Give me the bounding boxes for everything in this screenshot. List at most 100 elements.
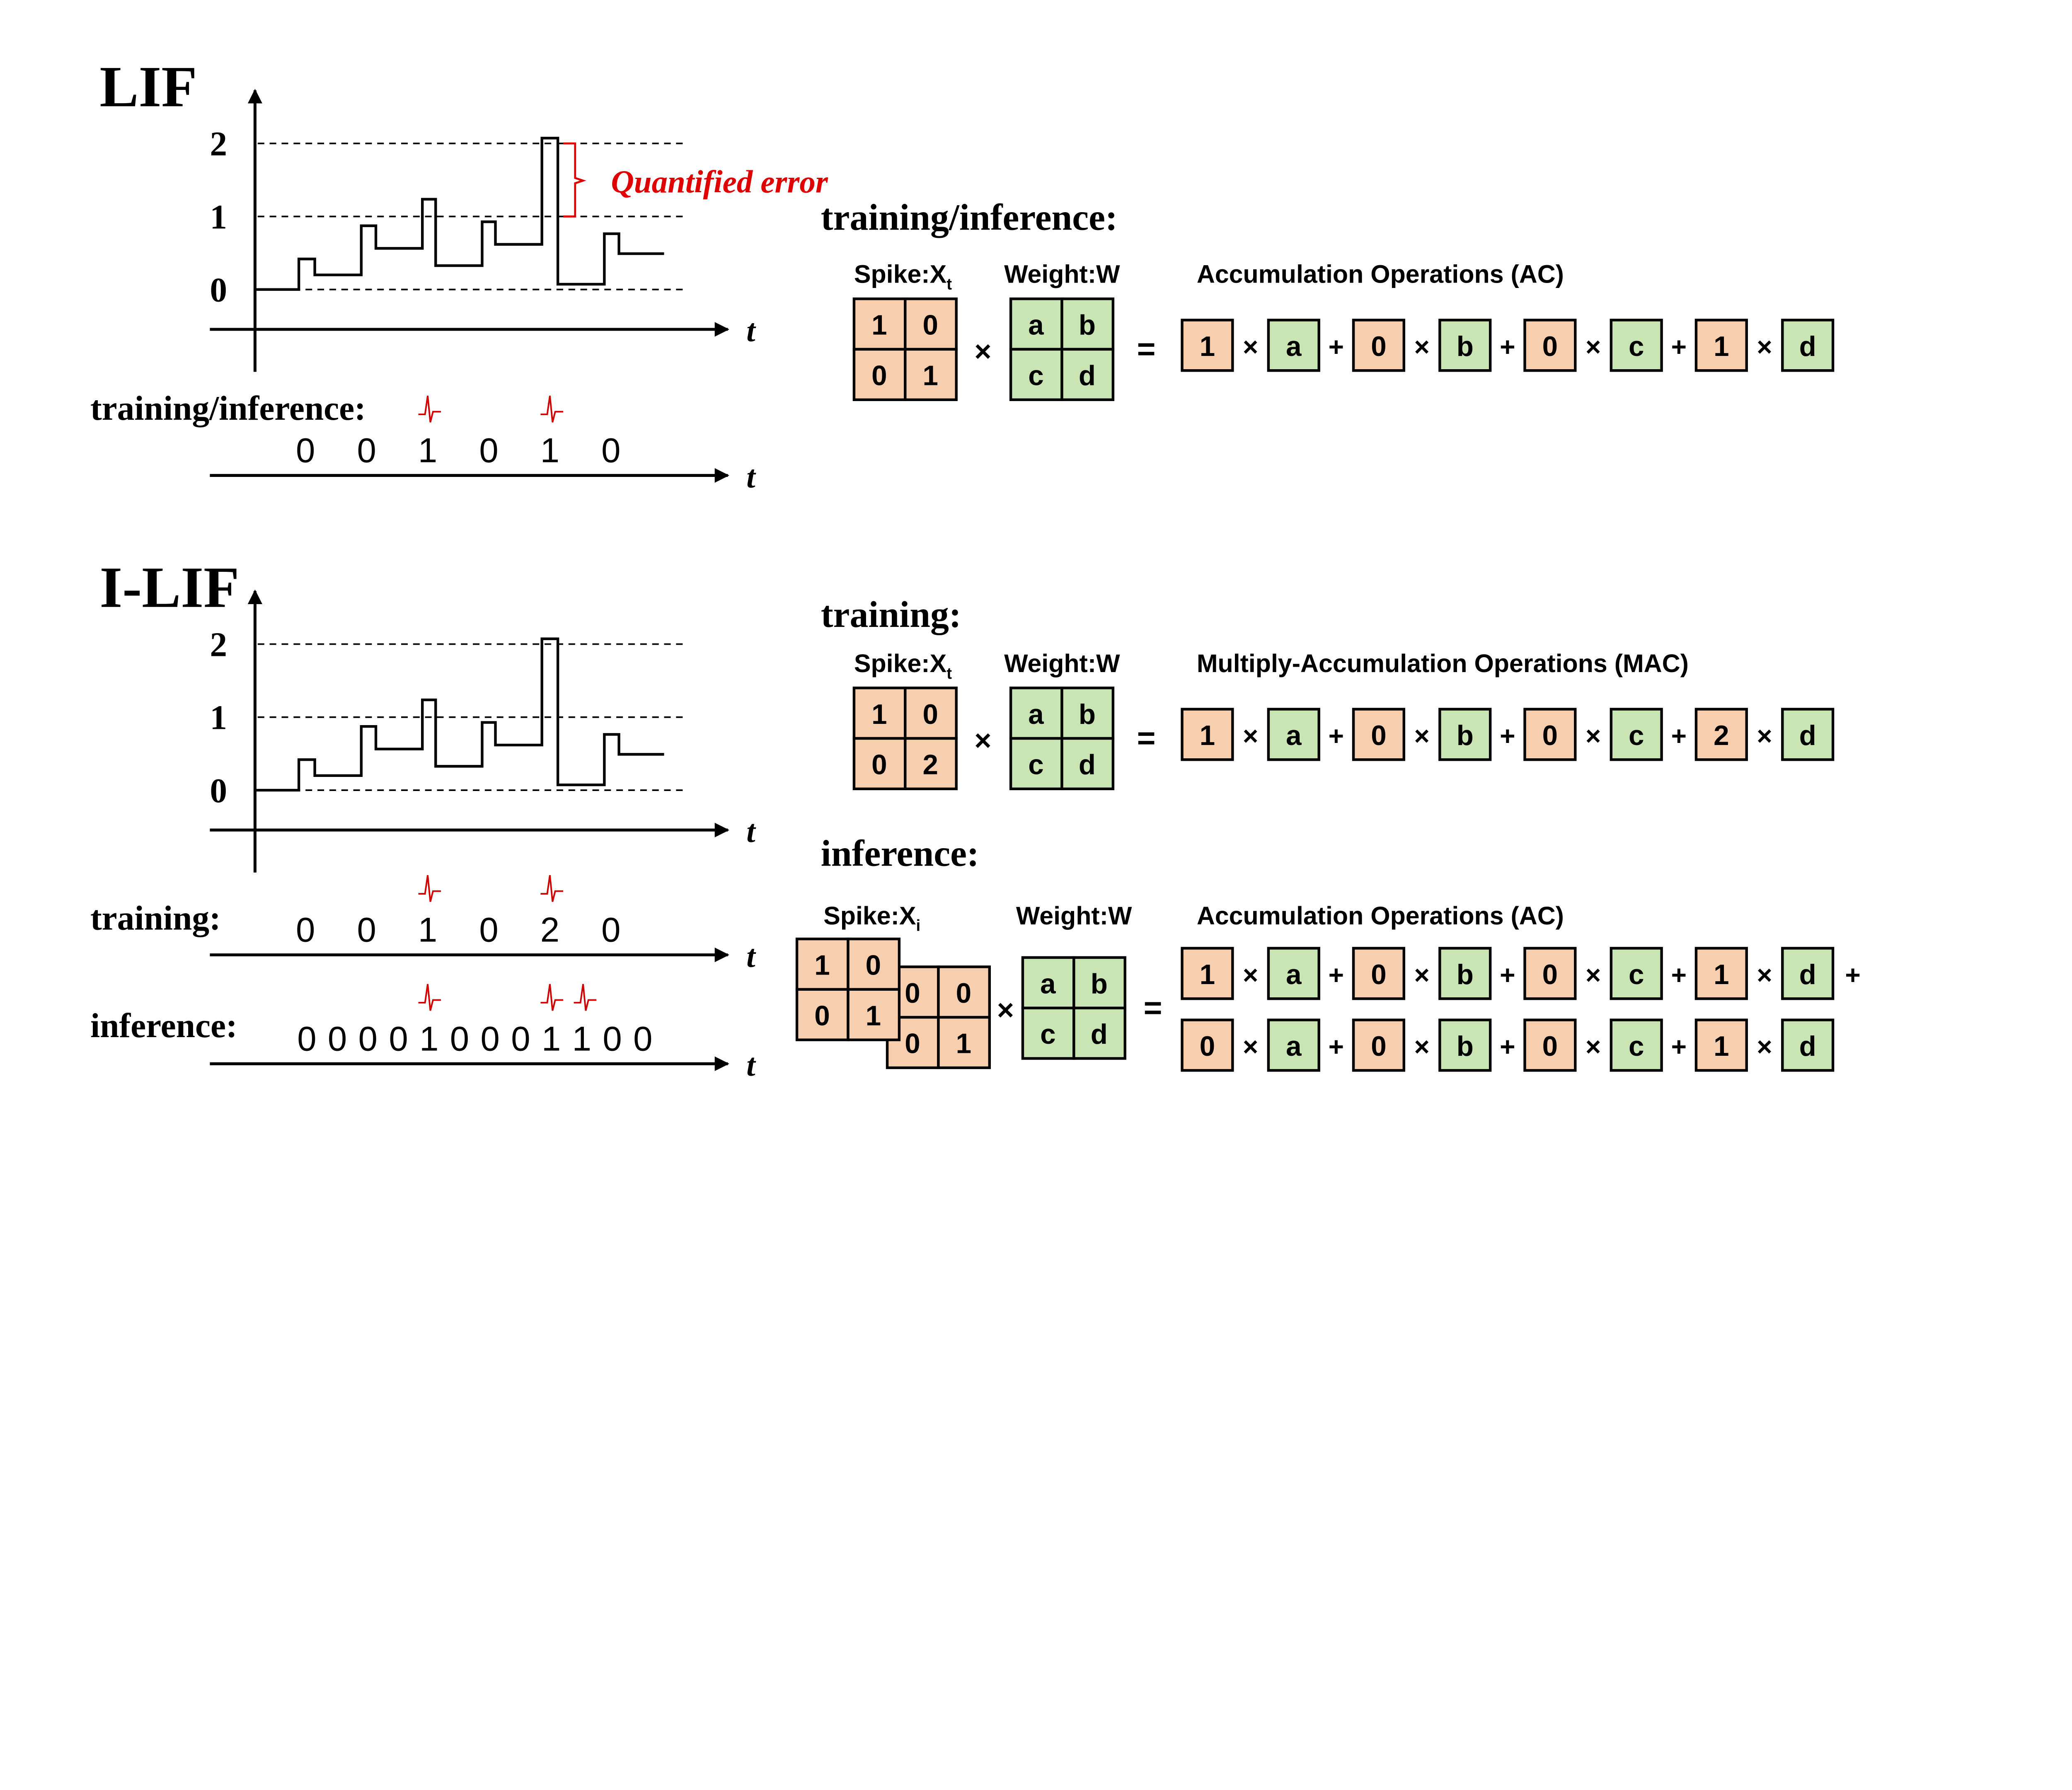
matrix-cell (852, 737, 907, 791)
term-value: 1 (1200, 331, 1215, 362)
panel-title: training: (821, 594, 961, 635)
matrix-cell (852, 687, 907, 740)
times-operator: × (1414, 1032, 1429, 1062)
weight-label: Weight:W (1016, 902, 1132, 930)
term-value: a (1286, 1031, 1302, 1062)
weight-term-box (1781, 947, 1835, 1000)
term-value: 0 (1542, 1031, 1558, 1062)
spike-term-box (1181, 947, 1234, 1000)
spike-term-box (1352, 947, 1406, 1000)
spike-value: 0 (511, 1019, 530, 1058)
term-value: 1 (1714, 331, 1729, 362)
times-operator: × (974, 724, 991, 757)
spike-value: 0 (601, 431, 620, 469)
matrix-value: c (1028, 360, 1043, 391)
weight-term-box (1438, 708, 1492, 761)
spike-label: Spike:Xi (823, 902, 920, 935)
term-value: 1 (1714, 1031, 1729, 1062)
weight-label: Weight:W (1004, 649, 1120, 677)
quantified-error-label: Quantified error (611, 164, 828, 200)
weight-term-box (1438, 947, 1492, 1000)
spike-value: 0 (450, 1019, 469, 1058)
spike-icon (574, 984, 597, 1011)
spike-label-subscript: t (946, 276, 952, 293)
spike-value: 0 (357, 431, 376, 469)
term-value: c (1629, 720, 1644, 751)
times-operator: × (1243, 721, 1258, 751)
t-axis-label: t (746, 459, 756, 494)
weight-term-box (1610, 947, 1663, 1000)
spike-label-text: Spike:X (854, 649, 947, 677)
spike-label: Spike:Xt (854, 649, 952, 682)
matrix-cell (847, 937, 901, 991)
term-value: 2 (1714, 720, 1729, 751)
spike-value: 0 (481, 1019, 500, 1058)
matrix-value: 0 (866, 950, 881, 981)
weight-term-box (1267, 319, 1320, 372)
matrix-value: d (1091, 1019, 1108, 1050)
spike-term-box (1694, 708, 1748, 761)
times-operator: × (1585, 1032, 1601, 1062)
spike-term-box (1352, 708, 1406, 761)
term-value: b (1457, 331, 1474, 362)
matrix-value: d (1079, 360, 1096, 391)
y-tick-label: 1 (210, 699, 227, 737)
matrix-value: 1 (956, 1028, 971, 1059)
operation-label: Accumulation Operations (AC) (1197, 902, 1564, 930)
matrix-value: 0 (922, 310, 938, 341)
panel-title: training/inference: (821, 197, 1118, 238)
plus-operator: + (1500, 960, 1515, 990)
term-value: a (1286, 720, 1302, 751)
matrix-cell (1060, 297, 1115, 351)
accumulation-expression: 0×a+0×b+0×c+1×d (1181, 1018, 1835, 1072)
y-tick-label: 2 (210, 125, 227, 163)
spike-term-box (1694, 947, 1748, 1000)
spike-value: 0 (296, 431, 315, 469)
panel-title: inference: (821, 833, 979, 874)
term-value: a (1286, 331, 1302, 362)
weight-term-box (1438, 1018, 1492, 1072)
times-operator: × (1414, 960, 1429, 990)
membrane-potential-trace (255, 637, 664, 792)
matrix-cell (1072, 1006, 1126, 1060)
matrix-cell (795, 988, 850, 1041)
matrix-cell (1060, 348, 1115, 401)
term-value: 0 (1542, 959, 1558, 990)
spike-value: 0 (357, 910, 376, 949)
matrix-cell (904, 687, 958, 740)
spike-label-subscript: t (946, 665, 952, 682)
matrix-value: b (1079, 310, 1096, 341)
spike-term-box (1694, 1018, 1748, 1072)
matrix-value: 0 (905, 1028, 920, 1059)
times-operator: × (1243, 332, 1258, 362)
matrix-cell (937, 965, 991, 1019)
ilif-training-label: training: (90, 900, 221, 938)
weight-term-box (1781, 1018, 1835, 1072)
spike-icon (540, 984, 563, 1011)
matrix-cell (904, 737, 958, 791)
spike-term-box (1523, 708, 1577, 761)
matrix-value: d (1079, 750, 1096, 781)
matrix-value: 0 (922, 699, 938, 730)
equals-operator: = (1137, 331, 1156, 367)
equals-operator: = (1137, 721, 1156, 756)
matrix-value: 0 (956, 978, 971, 1009)
weight-term-box (1610, 708, 1663, 761)
accumulation-expression: 1×a+0×b+0×c+1×d (1181, 947, 1835, 1000)
matrix-cell (904, 297, 958, 351)
spike-term-box (1694, 319, 1748, 372)
spike-icon (418, 875, 441, 902)
matrix-cell (847, 988, 901, 1041)
spike-value: 1 (540, 431, 559, 469)
times-operator: × (1243, 960, 1258, 990)
spike-value: 1 (419, 1019, 438, 1058)
times-operator: × (1757, 1032, 1772, 1062)
spike-term-box (1523, 947, 1577, 1000)
matrix-value: 1 (866, 1000, 881, 1031)
t-axis-label: t (746, 813, 756, 849)
